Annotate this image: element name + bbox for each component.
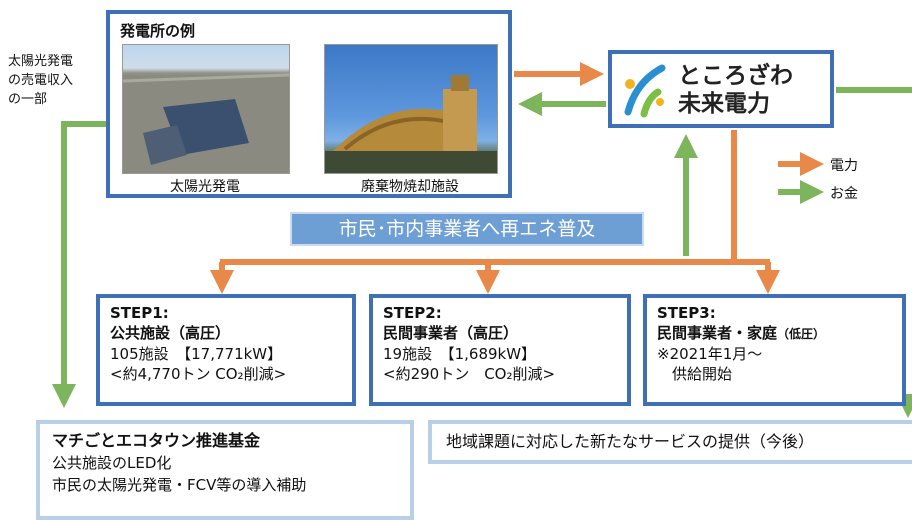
- step2-box: STEP2: 民間事業者（高圧） 19施設 【1,689kW】 <約290トン …: [369, 294, 631, 406]
- step2-title: STEP2:: [383, 304, 442, 322]
- step1-line1: 105施設 【17,771kW】: [110, 345, 283, 363]
- fund-title: マチごとエコタウン推進基金: [52, 431, 261, 450]
- fund-line1: 公共施設のLED化: [52, 454, 172, 472]
- money-line-left: [52, 121, 108, 408]
- company-name: ところざわ 未来電力: [678, 63, 793, 117]
- step3-title: STEP3:: [657, 304, 716, 322]
- step1-line2: <約4,770トン CO₂削減>: [110, 365, 287, 383]
- fund-line2: 市民の太陽光発電・FCV等の導入補助: [52, 476, 307, 494]
- legend-money-label: お金: [830, 186, 858, 202]
- step2-subtitle: 民間事業者（高圧）: [383, 324, 519, 342]
- renewable-promotion-banner: 市民･市内事業者へ再エネ普及: [290, 212, 644, 246]
- step1-subtitle: 公共施設（高圧）: [110, 324, 231, 342]
- solar-plant-photo: [122, 44, 290, 174]
- legend-power-label: 電力: [830, 158, 858, 174]
- company-logo-icon: [624, 64, 666, 118]
- step3-subtitle: 民間事業者・家庭（低圧）: [657, 324, 826, 342]
- step3-line2: 供給開始: [657, 365, 733, 383]
- incinerator-caption: 廃棄物焼却施設: [361, 179, 459, 195]
- step3-box: STEP3: 民間事業者・家庭（低圧） ※2021年1月～ 供給開始: [643, 294, 906, 406]
- step2-line2: <約290トン CO₂削減>: [383, 365, 556, 383]
- incinerator-photo: [324, 44, 498, 174]
- plant-examples-title: 発電所の例: [120, 22, 196, 40]
- solar-caption: 太陽光発電: [170, 179, 240, 195]
- step1-title: STEP1:: [110, 304, 169, 322]
- future-service-text: 地域課題に対応した新たなサービスの提供（今後）: [446, 432, 815, 451]
- step3-line1: ※2021年1月～: [657, 345, 763, 363]
- step1-box: STEP1: 公共施設（高圧） 105施設 【17,771kW】 <約4,770…: [96, 294, 356, 406]
- company-box: ところざわ 未来電力: [608, 50, 834, 128]
- power-plant-examples-box: 発電所の例 太陽光発電 廃棄物焼却施設: [106, 10, 512, 198]
- step2-line1: 19施設 【1,689kW】: [383, 345, 537, 363]
- future-service-box: 地域課題に対応した新たなサービスの提供（今後）: [428, 420, 912, 464]
- eco-town-fund-box: マチごとエコタウン推進基金 公共施設のLED化 市民の太陽光発電・FCV等の導入…: [36, 420, 414, 520]
- solar-revenue-note: 太陽光発電 の売電収入 の一部: [8, 54, 74, 107]
- flow-arrows: [52, 62, 912, 418]
